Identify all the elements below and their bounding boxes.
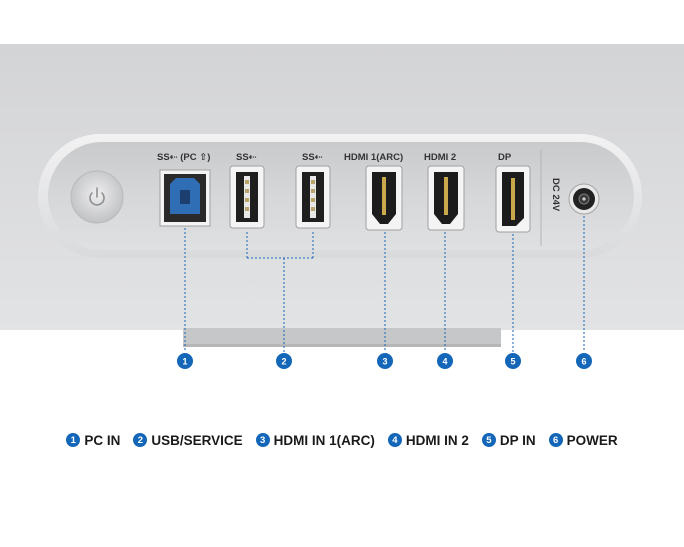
marker-6: 6 (576, 353, 592, 369)
port-panel (48, 142, 634, 250)
legend-badge: 5 (481, 433, 496, 447)
legend-badge: 1 (66, 433, 81, 447)
stand-neck (183, 328, 501, 346)
usb-a2-port-label: SS⇠ (302, 152, 323, 163)
legend-badge: 4 (387, 433, 402, 447)
dp-port-label: DP (498, 152, 512, 163)
svg-text:1: 1 (182, 357, 187, 367)
svg-text:5: 5 (510, 357, 515, 367)
leader-lines (184, 216, 585, 352)
usb-a-port-icon (295, 165, 331, 229)
power-button-icon (89, 187, 105, 206)
marker-2: 2 (276, 353, 292, 369)
legend-item-dp-in: 5 DP IN (481, 432, 536, 448)
hdmi-port-icon (427, 165, 465, 231)
marker-4: 4 (437, 353, 453, 369)
hdmi2-port-label: HDMI 2 (424, 152, 456, 163)
svg-text:4: 4 (442, 357, 447, 367)
hdmi1-port-label: HDMI 1(ARC) (344, 152, 403, 163)
legend-badge: 6 (548, 433, 563, 447)
legend-label: PC IN (84, 432, 121, 448)
legend-label: HDMI IN 2 (405, 432, 469, 448)
svg-text:2: 2 (281, 357, 286, 367)
usb-a1-port-label: SS⇠ (236, 152, 257, 163)
usb-a-port-icon (229, 165, 265, 229)
port-legend: 1 PC IN 2 USB/SERVICE 3 HDMI IN 1(ARC) 4… (0, 428, 684, 452)
svg-text:3: 3 (382, 357, 387, 367)
usb-pc-port-label: SS⇠ (PC ⇧) (157, 152, 210, 163)
dc-jack-icon (568, 183, 600, 215)
legend-badge: 3 (255, 433, 270, 447)
marker-3: 3 (377, 353, 393, 369)
legend-label: DP IN (499, 432, 536, 448)
legend-item-usb-service: 2 USB/SERVICE (133, 432, 243, 448)
hdmi-port-icon (365, 165, 403, 231)
legend-badge: 2 (133, 433, 148, 447)
legend-item-hdmi-in-1: 3 HDMI IN 1(ARC) (255, 432, 375, 448)
legend-label: HDMI IN 1(ARC) (273, 432, 375, 448)
legend-label: USB/SERVICE (151, 432, 243, 448)
legend-item-hdmi-in-2: 4 HDMI IN 2 (387, 432, 469, 448)
svg-text:6: 6 (581, 357, 586, 367)
marker-1: 1 (177, 353, 193, 369)
legend-item-power: 6 POWER (548, 432, 618, 448)
displayport-icon (495, 165, 531, 233)
legend-item-pc-in: 1 PC IN (66, 433, 120, 448)
legend-label: POWER (566, 432, 618, 448)
marker-5: 5 (505, 353, 521, 369)
dc-port-label: DC 24V (550, 178, 561, 212)
usb-b-port-icon (159, 169, 211, 227)
